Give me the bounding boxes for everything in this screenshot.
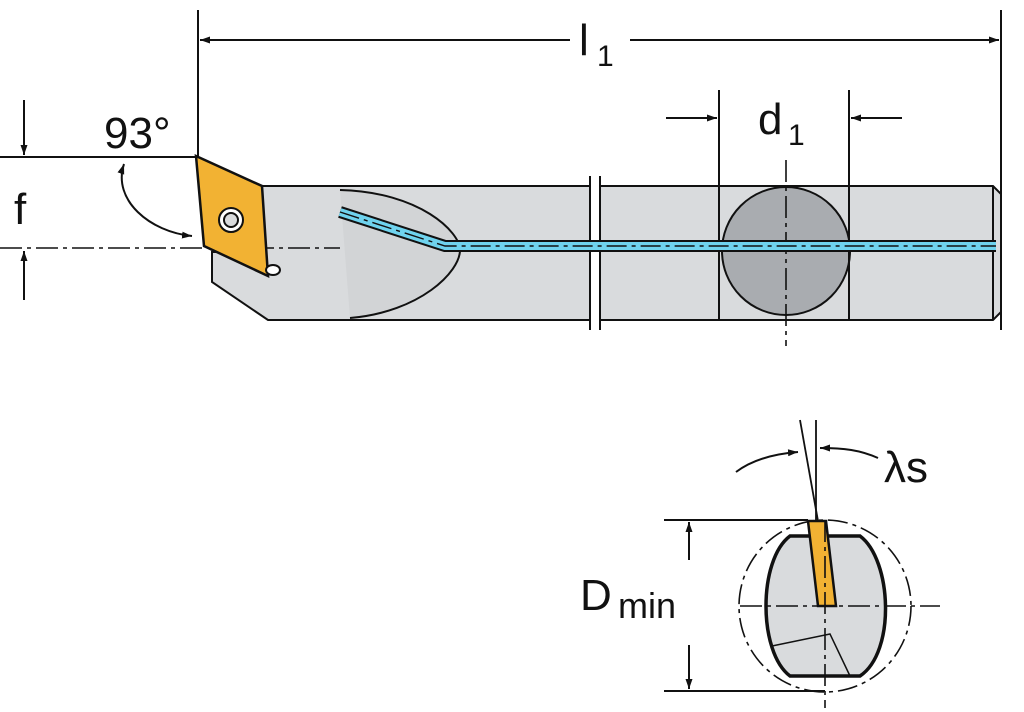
coolant-centerline [339,211,996,247]
insert-screw-inner [223,212,239,228]
end-view [664,419,940,708]
dmin-label: D [580,571,612,620]
end-view-detail [771,633,851,677]
insert-hole [265,264,281,276]
d1-label: d [758,95,782,144]
d1-label-sub: 1 [788,119,805,152]
angle-label: 93° [104,109,171,158]
dmin-label-sub: min [618,585,676,626]
lambda-arrow-right [819,444,879,459]
l1-label-sub: 1 [597,40,614,73]
side-view [0,10,1002,346]
lambda-label: λs [884,443,928,492]
lambda-insert-line [799,419,819,522]
angle-arc [117,163,193,239]
l1-label: l [579,16,589,65]
lambda-arrow-left [735,449,799,473]
f-label: f [14,185,27,234]
end-view-insert [806,519,838,608]
